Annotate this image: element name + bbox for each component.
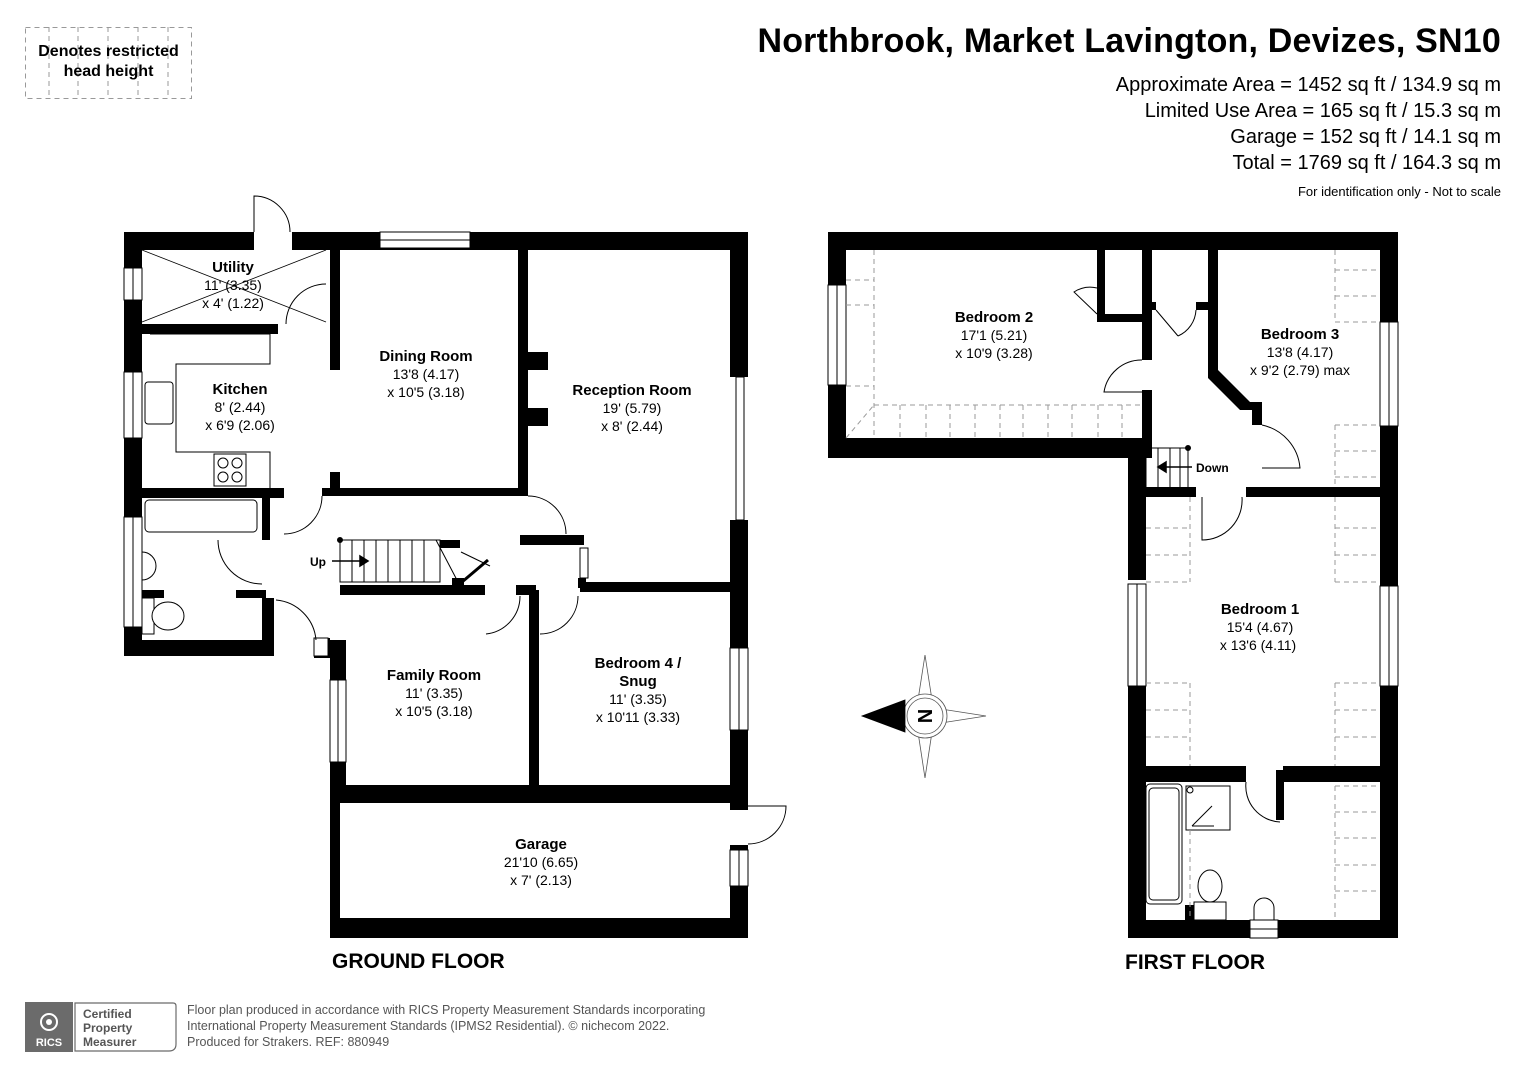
- room-bedroom3-name: Bedroom 3: [1261, 326, 1339, 343]
- ground-floor-plan: [124, 232, 748, 938]
- room-family-dim1: 11' (3.35): [405, 685, 463, 701]
- badge-line-2: Property: [83, 1021, 133, 1035]
- room-dining-dim2: x 10'5 (3.18): [387, 384, 464, 400]
- room-kitchen-name: Kitchen: [212, 381, 267, 398]
- room-reception-dim2: x 8' (2.44): [601, 418, 663, 434]
- room-dining-dim1: 13'8 (4.17): [393, 366, 460, 382]
- rics-lion-icon: [40, 1013, 58, 1031]
- room-bedroom4-name: Bedroom 4 /: [595, 655, 683, 672]
- approximate-area: Approximate Area = 1452 sq ft / 134.9 sq…: [1115, 74, 1501, 96]
- first-floor-label: FIRST FLOOR: [1125, 951, 1265, 974]
- legend-line-1: Denotes restricted: [38, 43, 179, 60]
- footer-line-3: Produced for Strakers. REF: 880949: [187, 1035, 390, 1049]
- up-arrow-icon: [332, 554, 370, 568]
- down-arrow-icon: [1156, 460, 1192, 474]
- first-floor-windows-doors: [827, 284, 1399, 939]
- room-garage-name: Garage: [515, 836, 567, 853]
- badge-line-3: Measurer: [83, 1035, 137, 1049]
- room-reception-dim1: 19' (5.79): [603, 400, 662, 416]
- footer-line-2: International Property Measurement Stand…: [187, 1019, 670, 1033]
- room-bedroom4-name2: Snug: [619, 673, 657, 690]
- room-bedroom3-dim1: 13'8 (4.17): [1267, 344, 1334, 360]
- room-bedroom2-name: Bedroom 2: [955, 309, 1033, 326]
- room-bedroom4-dim2: x 10'11 (3.33): [596, 709, 680, 725]
- room-bedroom1-dim2: x 13'6 (4.11): [1220, 637, 1296, 653]
- room-kitchen-dim2: x 6'9 (2.06): [205, 417, 275, 433]
- total-area: Total = 1769 sq ft / 164.3 sq m: [1232, 152, 1502, 174]
- room-bedroom3-dim2: x 9'2 (2.79) max: [1250, 362, 1350, 378]
- limited-use-area: Limited Use Area = 165 sq ft / 15.3 sq m: [1144, 100, 1501, 122]
- compass-north-letter: N: [915, 709, 937, 723]
- room-reception-name: Reception Room: [572, 382, 691, 399]
- room-dining-name: Dining Room: [379, 348, 472, 365]
- room-family-dim2: x 10'5 (3.18): [395, 703, 472, 719]
- stairs-up-label: Up: [310, 555, 326, 569]
- legend-label: Denotes restricted head height: [25, 42, 192, 82]
- rics-brand: RICS: [36, 1037, 62, 1049]
- north-compass-icon: N: [860, 654, 987, 779]
- room-bedroom1-dim1: 15'4 (4.67): [1227, 619, 1294, 635]
- room-family-name: Family Room: [387, 667, 481, 684]
- room-kitchen-dim1: 8' (2.44): [215, 399, 266, 415]
- area-summary: Approximate Area = 1452 sq ft / 134.9 sq…: [1116, 72, 1501, 176]
- room-bedroom1-name: Bedroom 1: [1221, 601, 1299, 618]
- room-utility-dim2: x 4' (1.22): [202, 295, 264, 311]
- badge-line-1: Certified: [83, 1007, 132, 1021]
- ground-floor-label: GROUND FLOOR: [332, 950, 505, 973]
- footer-line-1: Floor plan produced in accordance with R…: [187, 1003, 706, 1017]
- room-garage-dim2: x 7' (2.13): [510, 872, 572, 888]
- room-garage-dim1: 21'10 (6.65): [504, 854, 578, 870]
- room-bedroom4-dim1: 11' (3.35): [609, 691, 667, 707]
- property-title: Northbrook, Market Lavington, Devizes, S…: [757, 22, 1501, 60]
- room-utility-name: Utility: [212, 259, 254, 276]
- rics-certified-badge: RICS Certified Property Measurer: [25, 1002, 177, 1052]
- garage-area: Garage = 152 sq ft / 14.1 sq m: [1230, 126, 1501, 148]
- restricted-head-height-zones: [845, 250, 1380, 920]
- legend-line-2: head height: [63, 63, 154, 80]
- footer-disclaimer: Floor plan produced in accordance with R…: [187, 1002, 705, 1050]
- identification-note: For identification only - Not to scale: [1297, 184, 1501, 199]
- room-utility-dim1: 11' (3.35): [204, 277, 262, 293]
- restricted-head-height-legend-swatch: [25, 27, 192, 99]
- room-bedroom2-dim2: x 10'9 (3.28): [955, 345, 1032, 361]
- first-floor-plan: [828, 232, 1398, 938]
- room-bedroom2-dim1: 17'1 (5.21): [961, 327, 1028, 343]
- stairs-down-label: Down: [1196, 461, 1229, 475]
- ground-floor-windows-doors: [123, 195, 787, 887]
